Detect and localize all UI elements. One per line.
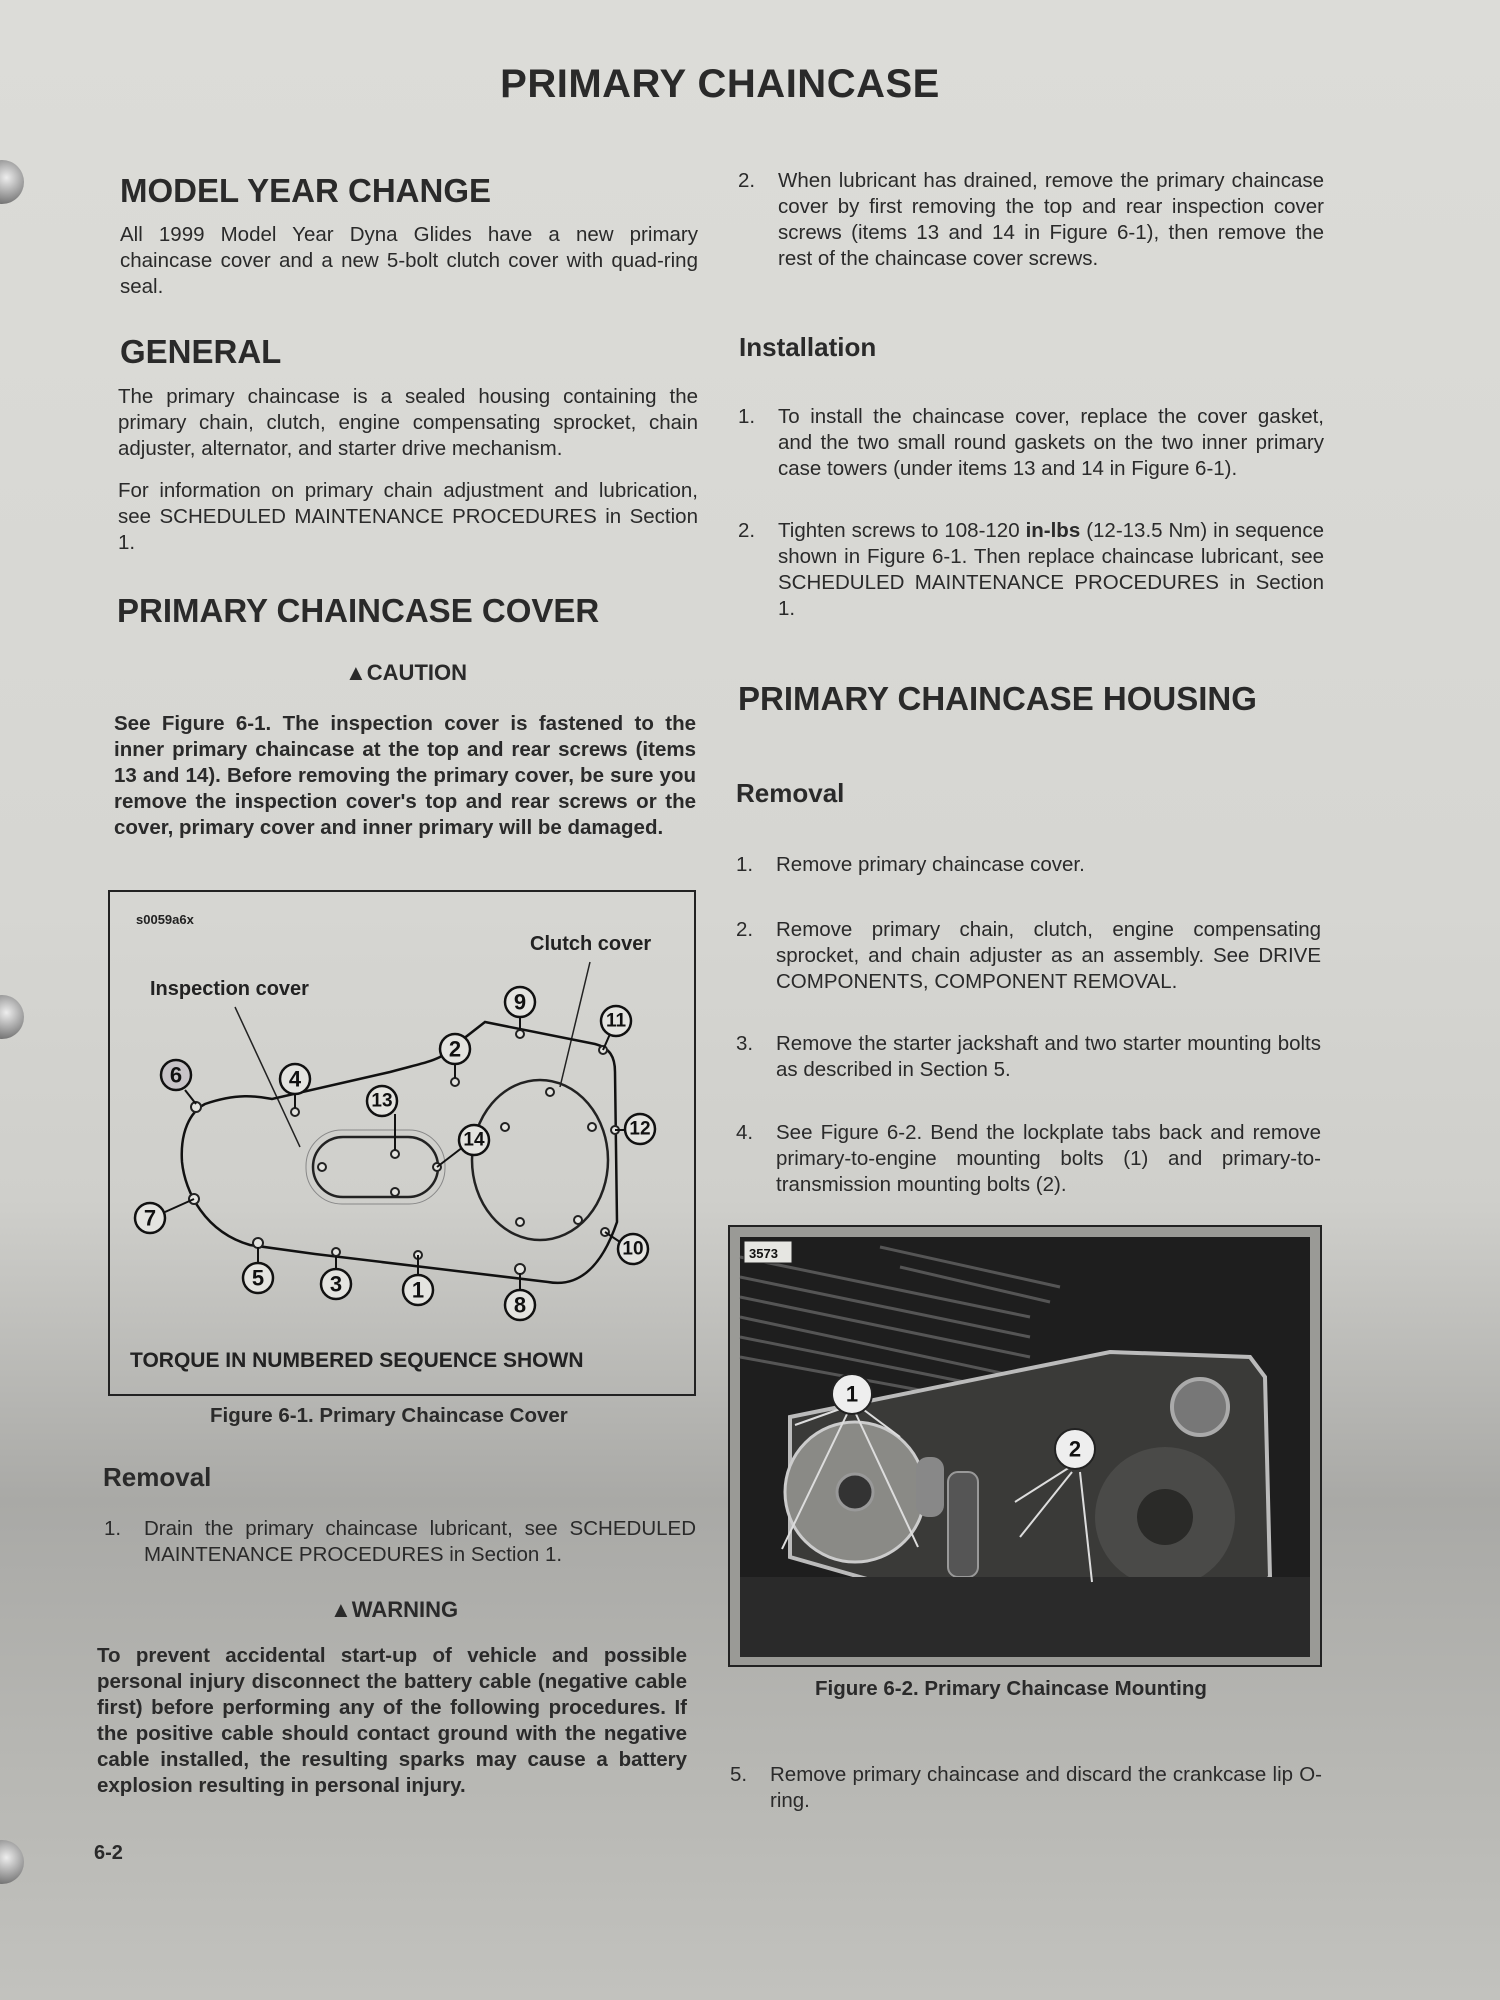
step-number: 3.: [736, 1032, 754, 1055]
callout-1-leaders: [781, 1406, 919, 1550]
inspection-cover-label: Inspection cover: [150, 978, 309, 1000]
figure-6-2: 3573 1 2: [728, 1225, 1322, 1667]
step-text: When lubricant has drained, remove the p…: [778, 169, 1324, 270]
warning-label-text: WARNING: [351, 1597, 459, 1622]
chaincase-mounting-photo: 3573 1 2: [739, 1237, 1310, 1657]
warning-label: ▲WARNING: [330, 1597, 458, 1623]
svg-text:1: 1: [412, 1278, 424, 1303]
svg-text:7: 7: [144, 1206, 156, 1231]
bolt-callout-2: 2: [438, 1032, 472, 1078]
step-number: 4.: [736, 1121, 754, 1144]
svg-text:2: 2: [449, 1037, 461, 1062]
housing-step-5: 5. Remove primary chaincase and discard …: [730, 1762, 1322, 1814]
torque-unit: in-lbs: [1025, 519, 1081, 542]
housing-step-1: 1. Remove primary chaincase cover.: [736, 852, 1321, 878]
binder-ring-bottom: [0, 1840, 24, 1884]
figure-code: s0059a6x: [136, 912, 195, 927]
bolt-callout-3: 3: [319, 1256, 353, 1301]
svg-text:4: 4: [289, 1067, 302, 1092]
caution-text: See Figure 6-1. The inspection cover is …: [114, 712, 696, 839]
housing-heading: PRIMARY CHAINCASE HOUSING: [738, 680, 1257, 717]
removal-step-2: 2. When lubricant has drained, remove th…: [738, 168, 1324, 272]
step-number: 5.: [730, 1763, 748, 1786]
installation-heading: Installation: [739, 332, 877, 362]
model-year-change-text: All 1999 Model Year Dyna Glides have a n…: [120, 223, 698, 298]
step-text: Remove primary chaincase and discard the…: [770, 1763, 1322, 1812]
page-title: PRIMARY CHAINCASE: [500, 62, 940, 106]
binder-ring-middle: [0, 995, 24, 1039]
svg-text:9: 9: [514, 990, 526, 1015]
model-year-change-heading: MODEL YEAR CHANGE: [120, 172, 491, 209]
callout-2-leaders: [1014, 1466, 1093, 1583]
bolt-callout-13: 13: [365, 1084, 399, 1150]
step-text: See Figure 6-2. Bend the lockplate tabs …: [776, 1121, 1321, 1196]
installation-step-2: 2. Tighten screws to 108-120 in-lbs (12-…: [738, 518, 1324, 622]
svg-text:12: 12: [629, 1119, 650, 1140]
bolt-callout-14: 14: [436, 1123, 491, 1168]
step-number: 2.: [738, 169, 756, 192]
binder-ring-top: [0, 160, 24, 204]
chaincase-cover-diagram: s0059a6x Inspection cover Clutch cover 1…: [130, 912, 657, 1372]
bolt-callout-10: 10: [604, 1231, 650, 1266]
svg-text:6: 6: [170, 1063, 182, 1088]
svg-text:5: 5: [252, 1266, 264, 1291]
step-text: Drain the primary chaincase lubricant, s…: [144, 1517, 696, 1566]
step-text-part: (12-13.5 Nm) in sequence shown in Figure…: [778, 519, 1324, 620]
figure-6-2-caption: Figure 6-2. Primary Chaincase Mounting: [815, 1677, 1207, 1700]
bolt-callout-11: 11: [599, 1004, 633, 1051]
general-text-1: The primary chaincase is a sealed housin…: [118, 385, 698, 460]
step-text: Remove primary chain, clutch, engine com…: [776, 918, 1321, 993]
warning-triangle-icon: ▲: [345, 660, 367, 685]
caution-label: ▲CAUTION: [345, 660, 467, 686]
photo-callout-2: 2: [1054, 1428, 1096, 1470]
warning-triangle-icon: ▲: [330, 1597, 352, 1622]
step-number: 1.: [104, 1517, 122, 1540]
step-text: Remove primary chaincase cover.: [776, 853, 1085, 876]
bolt-callout-8: 8: [503, 1273, 537, 1322]
step-number: 1.: [736, 853, 754, 876]
general-text-2: For information on primary chain adjustm…: [118, 479, 698, 554]
cylinder-fins: [739, 1245, 1061, 1394]
bolt-callout-9: 9: [503, 985, 537, 1030]
step-text: Tighten screws to 108-120 in-lbs (12-13.…: [778, 518, 1324, 622]
svg-text:10: 10: [622, 1239, 643, 1260]
svg-text:14: 14: [463, 1130, 485, 1151]
bolt-callout-7: 7: [133, 1198, 195, 1235]
figure-6-1: s0059a6x Inspection cover Clutch cover 1…: [108, 890, 696, 1396]
installation-step-1: 1. To install the chaincase cover, repla…: [738, 404, 1324, 482]
figure-6-1-caption: Figure 6-1. Primary Chaincase Cover: [210, 1404, 568, 1427]
step-text-part: Tighten screws to 108-120: [778, 519, 1026, 542]
svg-text:13: 13: [371, 1091, 392, 1112]
housing-step-3: 3. Remove the starter jackshaft and two …: [736, 1031, 1321, 1083]
bolt-callout-6: 6: [159, 1058, 197, 1105]
bolt-callout-1: 1: [401, 1255, 435, 1307]
svg-text:3: 3: [330, 1272, 342, 1297]
svg-text:8: 8: [514, 1293, 526, 1318]
clutch-cover-label: Clutch cover: [530, 933, 651, 955]
photo-code: 3573: [749, 1246, 778, 1261]
step-number: 2.: [738, 519, 756, 542]
removal-step-1: 1. Drain the primary chaincase lubricant…: [104, 1516, 696, 1568]
step-text: Remove the starter jackshaft and two sta…: [776, 1032, 1321, 1081]
caution-label-text: CAUTION: [366, 660, 467, 685]
chaincase-cover-heading: PRIMARY CHAINCASE COVER: [117, 592, 600, 629]
bolt-callout-12: 12: [615, 1112, 657, 1146]
photo-callout-1: 1: [831, 1373, 873, 1415]
housing-removal-heading: Removal: [736, 778, 845, 808]
bolt-callout-5: 5: [241, 1247, 275, 1295]
general-heading: GENERAL: [120, 333, 282, 370]
removal-heading: Removal: [103, 1462, 212, 1492]
warning-text: To prevent accidental start-up of vehicl…: [97, 1644, 687, 1797]
housing-step-4: 4. See Figure 6-2. Bend the lockplate ta…: [736, 1120, 1321, 1198]
bolt-callout-4: 4: [278, 1062, 312, 1108]
svg-text:1: 1: [846, 1382, 858, 1407]
figure-footer: TORQUE IN NUMBERED SEQUENCE SHOWN: [130, 1349, 583, 1372]
step-number: 1.: [738, 405, 756, 428]
step-number: 2.: [736, 918, 754, 941]
step-text: To install the chaincase cover, replace …: [778, 405, 1324, 480]
page-number: 6-2: [94, 1842, 123, 1864]
svg-text:2: 2: [1069, 1437, 1081, 1462]
svg-text:11: 11: [606, 1011, 627, 1032]
housing-step-2: 2. Remove primary chain, clutch, engine …: [736, 917, 1321, 995]
